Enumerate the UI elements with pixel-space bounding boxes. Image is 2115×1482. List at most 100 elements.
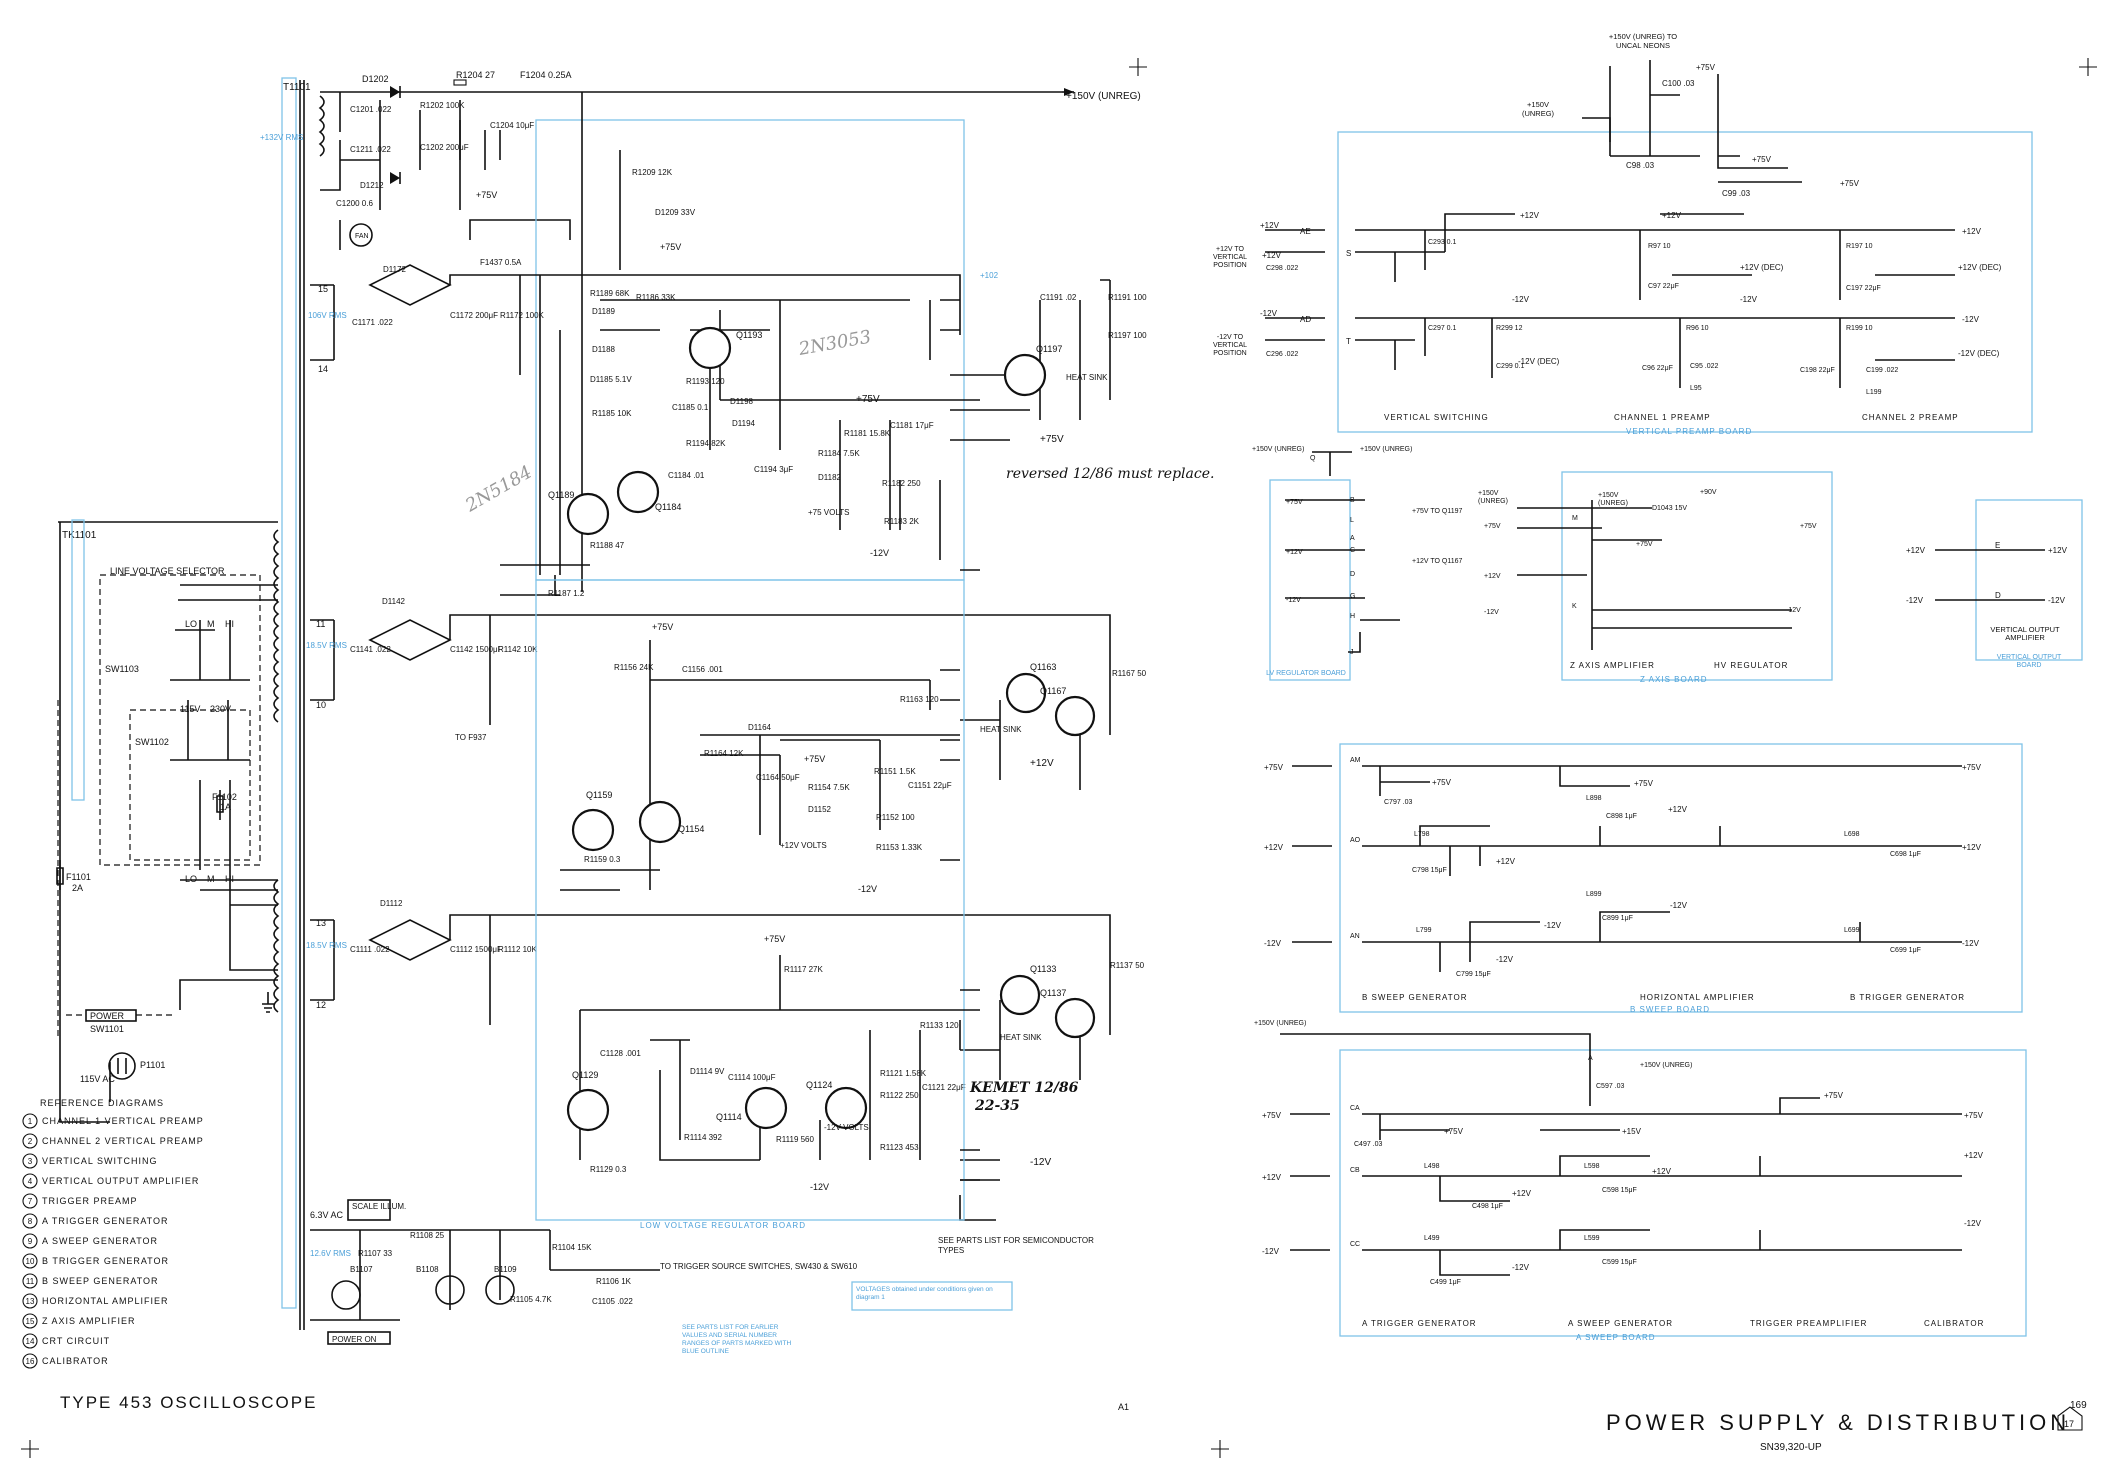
- plug-ref: P1101: [140, 1060, 165, 1070]
- volts-neg12: -12V VOLTS: [824, 1123, 869, 1132]
- z-line-150-c: +150V (UNREG): [1478, 490, 1508, 505]
- r1107-label: R1107 33: [358, 1249, 393, 1258]
- power-on: POWER ON: [332, 1335, 377, 1344]
- c1114-label: C1114 100μF: [728, 1073, 776, 1082]
- q1154-label: Q1154: [678, 824, 704, 834]
- r1183-label: R1183 2K: [884, 517, 920, 526]
- c1171-label: C1171 .022: [352, 318, 393, 327]
- c199-label: C199 .022: [1866, 367, 1898, 374]
- c97-label: C97 22μF: [1648, 283, 1679, 290]
- c899-label: C899 1μF: [1602, 915, 1633, 922]
- reference-name: VERTICAL OUTPUT AMPLIFIER: [42, 1176, 199, 1186]
- to-f937: TO F937: [455, 733, 487, 742]
- c1111-label: C1111 .022: [350, 945, 390, 954]
- pin-12: 12: [316, 1000, 326, 1010]
- l898-label: L898: [1586, 795, 1602, 802]
- c1151-label: C1151 22μF: [908, 781, 952, 790]
- z-line-75v-d: +75V: [1636, 541, 1653, 548]
- vp-section-ch2: CHANNEL 2 PREAMP: [1862, 413, 1959, 422]
- r1137-label: R1137 50: [1110, 961, 1145, 970]
- d1188-label: D1188: [592, 345, 616, 354]
- rail-75v-f: +75V: [764, 934, 785, 944]
- c299-label: C299 0.1: [1496, 363, 1525, 370]
- z-pin-q: Q: [1310, 455, 1316, 462]
- r1154-label: R1154 7.5K: [808, 783, 850, 792]
- rms-18-b: 18.5V RMS: [306, 941, 347, 950]
- page-number: 169: [2070, 1400, 2087, 1411]
- as-pin-cb: CB: [1350, 1167, 1360, 1174]
- rail-75v-a: +75V: [856, 394, 880, 405]
- fuse-f1102-value: 1A: [220, 802, 231, 812]
- r1194-label: R1194 82K: [686, 439, 726, 448]
- vo-line-neg12-in: -12V: [1906, 596, 1924, 605]
- pin-11: 11: [316, 619, 325, 629]
- c1121-label: C1121 22μF: [922, 1083, 966, 1092]
- selector-lo-2: LO: [185, 874, 197, 884]
- b1109-label: B1109: [494, 1265, 517, 1274]
- c95-label: C95 .022: [1690, 363, 1719, 370]
- as-section-asweep: A SWEEP GENERATOR: [1568, 1319, 1673, 1328]
- q1129-label: Q1129: [572, 1070, 598, 1080]
- r1163-label: R1163 120: [900, 695, 939, 704]
- vp-row-75v-b: +75V: [1840, 179, 1860, 188]
- rail-neg12-a: -12V: [870, 548, 889, 558]
- c898-label: C898 1μF: [1606, 813, 1637, 820]
- q1154-symbol: [638, 800, 682, 844]
- vo-board-label: VERTICAL OUTPUT BOARD: [1996, 654, 2062, 669]
- z-pin-h: H: [1350, 613, 1355, 620]
- q1167-symbol: [1054, 695, 1096, 737]
- reference-name: HORIZONTAL AMPLIFIER: [42, 1296, 169, 1306]
- reference-number: 2: [28, 1137, 33, 1146]
- r1108-label: R1108 25: [410, 1231, 445, 1240]
- r96-label: R96 10: [1686, 325, 1709, 332]
- scale-illum: SCALE ILLUM.: [352, 1202, 406, 1211]
- c597-label: C597 .03: [1596, 1083, 1625, 1090]
- c1172-label: C1172 200μF: [450, 311, 498, 320]
- as-pin-a: A: [1588, 1055, 1593, 1062]
- supply-12v-negative: 13 12 18.5V RMS D1112 C1111 .022 C1112 1…: [306, 899, 1145, 1221]
- z-line-neg12: -12V: [1286, 597, 1301, 604]
- c1200-label: C1200 0.6: [336, 199, 373, 208]
- selector-m: M: [207, 619, 215, 629]
- r1164-label: R1164 12K: [704, 749, 744, 758]
- bs-pin-an: AN: [1350, 933, 1360, 940]
- z-line-12v-b: +12V: [1484, 573, 1501, 580]
- bs-line-75v-out: +75V: [1962, 763, 1982, 772]
- vp-row-12v-b: +12V: [1662, 211, 1682, 220]
- rms-106: 106V RMS: [308, 311, 347, 320]
- vp-section-switching: VERTICAL SWITCHING: [1384, 413, 1489, 422]
- vp-pin-ad: AD: [1300, 315, 1311, 324]
- c1204-label: C1204 10μF: [490, 121, 534, 130]
- c1105-label: C1105 .022: [592, 1297, 633, 1306]
- handwritten-22-35: 22-35: [974, 1098, 1020, 1114]
- selector-hi: HI: [225, 619, 234, 629]
- q1133-label: Q1133: [1030, 964, 1056, 974]
- z-section-lv-reg: LV REGULATOR BOARD: [1266, 670, 1346, 677]
- vp-side-pos: +12V TO VERTICAL POSITION: [1212, 246, 1248, 269]
- q1197-label: Q1197: [1036, 344, 1062, 354]
- c699-label: C699 1μF: [1890, 947, 1921, 954]
- q1124-label: Q1124: [806, 1080, 832, 1090]
- to-trigger-note: TO TRIGGER SOURCE SWITCHES, SW430 & SW61…: [660, 1262, 858, 1271]
- r1197-label: R1197 100: [1108, 331, 1147, 340]
- b-sweep-board: +75V +75V +75V +75V +12V +12V +12V +12V …: [1264, 743, 2023, 1014]
- reference-number: 8: [28, 1217, 33, 1226]
- bs-line-12v-out: +12V: [1962, 843, 1982, 852]
- z-section-hv: HV REGULATOR: [1714, 661, 1788, 670]
- d1212-label: D1212: [360, 181, 384, 190]
- rail-neg12-d: -12V: [810, 1182, 829, 1192]
- switch-sw1103: SW1103: [105, 664, 139, 674]
- r1119-label: R1119 560: [776, 1135, 815, 1144]
- c698-label: C698 1μF: [1890, 851, 1921, 858]
- q1159-label: Q1159: [586, 790, 612, 800]
- r1184-label: R1184 7.5K: [818, 449, 860, 458]
- rail-75v-d: +75V: [652, 622, 673, 632]
- d1182-label: D1182: [818, 473, 842, 482]
- selector-230v: 230V: [210, 704, 231, 714]
- aux-transformer-label: TK1101: [62, 530, 97, 541]
- reference-name: B SWEEP GENERATOR: [42, 1276, 159, 1286]
- rail-neg12-b: -12V: [858, 884, 877, 894]
- z-line-150-b: +150V (UNREG): [1360, 446, 1413, 453]
